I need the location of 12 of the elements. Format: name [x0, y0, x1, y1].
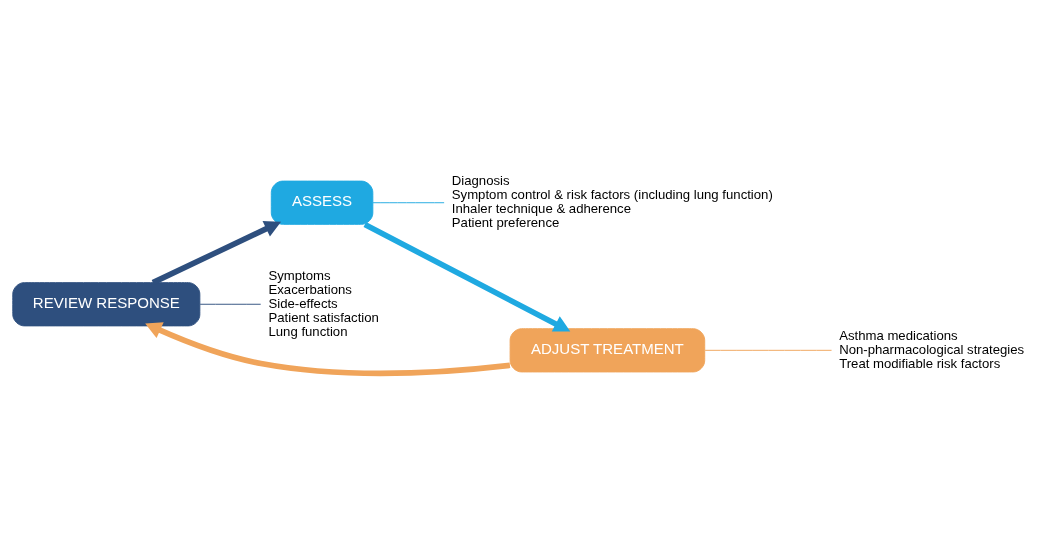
node-text: Diagnosis Symptom control & risk factors (including lung function) Inhaler technique & adherence Patient preference	[451, 173, 773, 231]
arrow	[363, 222, 571, 332]
connector	[199, 303, 262, 305]
node-box: REVIEW RESPONSE	[12, 282, 201, 327]
node-text: Asthma medications Non-pharmacological strategies Treat modifiable risk factors	[839, 327, 1025, 371]
node-text: Symptoms Exacerbations Side-effects Patient satisfaction Lung function	[268, 267, 379, 339]
connector	[704, 349, 832, 351]
node-box: ADJUST TREATMENT	[509, 328, 706, 373]
arrow	[145, 322, 511, 377]
connector	[372, 202, 445, 204]
arrow	[151, 221, 282, 286]
node-box: ASSESS	[270, 180, 374, 225]
